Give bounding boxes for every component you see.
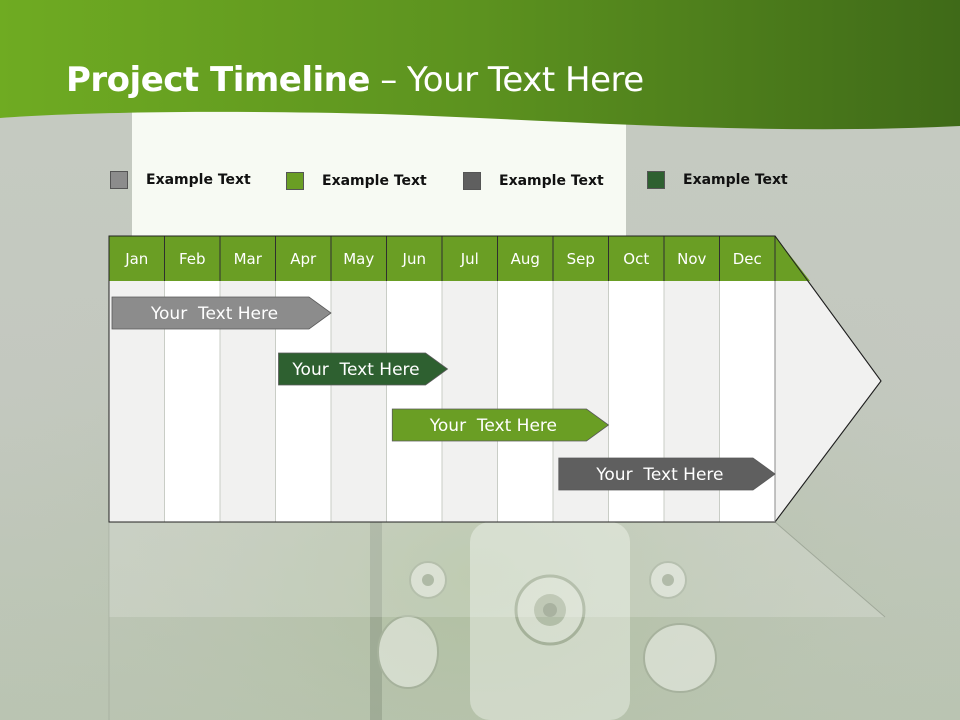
month-label-jun: Jun <box>402 250 426 268</box>
legend-swatch <box>110 171 128 189</box>
task-bar-2 <box>278 352 449 386</box>
legend-item-2: Example Text <box>286 171 427 191</box>
month-label-mar: Mar <box>234 250 263 268</box>
month-label-jul: Jul <box>460 250 479 268</box>
legend-item-4: Example Text <box>647 170 788 190</box>
month-label-feb: Feb <box>179 250 206 268</box>
legend-swatch <box>286 172 304 190</box>
legend-item-1: Example Text <box>110 170 251 190</box>
month-label-dec: Dec <box>733 250 762 268</box>
task-label-3: Your Text Here <box>429 416 557 436</box>
task-bar-3 <box>391 408 610 442</box>
legend-label: Example Text <box>683 172 788 188</box>
month-label-may: May <box>343 250 374 268</box>
task-label-1: Your Text Here <box>150 304 278 324</box>
reflection-edge <box>774 521 886 618</box>
month-column <box>442 281 498 522</box>
month-column <box>331 281 387 522</box>
month-label-oct: Oct <box>623 250 649 268</box>
month-column <box>386 281 442 522</box>
month-column <box>497 281 553 522</box>
month-label-sep: Sep <box>567 250 595 268</box>
month-label-aug: Aug <box>511 250 540 268</box>
task-bar-4 <box>558 457 776 491</box>
task-bar-1 <box>111 296 332 330</box>
page-title: Project Timeline – Your Text Here <box>66 60 644 100</box>
header-banner <box>0 0 960 130</box>
robot-icon <box>370 522 717 720</box>
month-header-band <box>109 236 810 281</box>
month-label-apr: Apr <box>290 250 317 268</box>
timeline-outline <box>108 235 882 523</box>
legend-label: Example Text <box>499 173 604 189</box>
legend-item-3: Example Text <box>463 171 604 191</box>
legend-label: Example Text <box>146 172 251 188</box>
task-label-4: Your Text Here <box>595 465 723 485</box>
task-label-2: Your Text Here <box>291 360 419 380</box>
title-bold: Project Timeline <box>66 60 370 100</box>
legend-swatch <box>647 171 665 189</box>
title-rest: – Your Text Here <box>369 60 644 100</box>
month-label-nov: Nov <box>677 250 706 268</box>
legend-swatch <box>463 172 481 190</box>
legend-label: Example Text <box>322 173 427 189</box>
month-label-jan: Jan <box>124 250 148 268</box>
chart-reflection <box>109 522 885 617</box>
